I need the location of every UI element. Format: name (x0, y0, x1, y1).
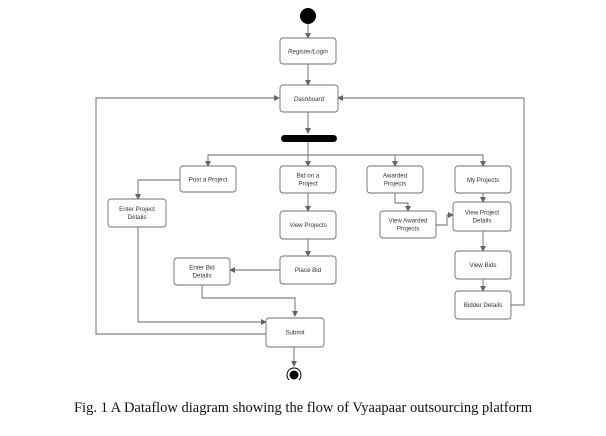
edge-bidder-dashboard (337, 95, 525, 306)
bidder-details-node: Bidder Details (454, 290, 512, 320)
view-project-details-node: View Project Details (452, 201, 512, 232)
my-projects-label: My Projects (467, 177, 499, 184)
view-awarded-projects-label-line2: Projects (397, 226, 419, 233)
enter-project-details-label-line1: Enter Project (119, 206, 155, 213)
post-project-label: Post a Project (189, 177, 228, 184)
edge-fork-post (205, 142, 309, 167)
view-projects-node: View Projects (279, 210, 337, 240)
dataflow-diagram: Register/Login Dashboard Post a Project … (95, 8, 525, 380)
submit-node: Submit (265, 317, 325, 348)
awarded-projects-label-line1: Awarded (383, 173, 408, 180)
edge-awarded-viewawarded (394, 193, 411, 212)
bidder-details-label: Bidder Details (464, 302, 503, 309)
fork-bar (281, 135, 337, 142)
edges (95, 24, 525, 367)
register-login-label: Register/Login (288, 49, 328, 56)
my-projects-node: My Projects (454, 165, 512, 194)
view-awarded-projects-label-line1: View Awarded (389, 218, 429, 225)
edge-viewawarded-viewdetails (436, 212, 454, 226)
awarded-projects-node: Awarded Projects (366, 165, 424, 194)
view-awarded-projects-node: View Awarded Projects (379, 210, 437, 239)
place-bid-node: Place Bid (279, 255, 337, 285)
figure-caption: Fig. 1 A Dataflow diagram showing the fl… (73, 400, 532, 416)
edge-fork-awarded (308, 154, 398, 167)
submit-label: Submit (285, 330, 305, 337)
awarded-projects-label-line2: Projects (384, 181, 406, 188)
enter-bid-details-node: Enter Bid Details (173, 257, 231, 286)
dashboard-label: Dashboard (294, 96, 325, 103)
bid-on-project-label-line1: Bid on a (297, 173, 320, 180)
view-project-details-label-line2: Details (473, 218, 492, 225)
start-node-icon (300, 8, 316, 24)
edge-enterbid-submit (201, 285, 298, 317)
enter-bid-details-label-line1: Enter Bid (189, 265, 215, 272)
view-project-details-label-line1: View Project (465, 210, 500, 217)
register-login-node: Register/Login (279, 37, 337, 65)
place-bid-label: Place Bid (295, 267, 322, 274)
edge-fork-myprojects (395, 154, 486, 167)
edge-submit-dashboard (95, 95, 280, 335)
view-bids-node: View Bids (454, 250, 512, 280)
dashboard-node: Dashboard (279, 84, 339, 113)
edge-enterdetails-submit (137, 227, 267, 325)
end-node-icon (286, 367, 302, 380)
enter-project-details-label-line2: Details (128, 214, 147, 221)
bid-on-project-label-line2: Project (298, 181, 318, 188)
post-project-node: Post a Project (179, 165, 237, 193)
view-projects-label: View Projects (289, 222, 326, 229)
enter-bid-details-label-line2: Details (193, 273, 212, 280)
edge-post-enterdetails (135, 179, 180, 200)
view-bids-label: View Bids (469, 262, 496, 269)
bid-on-project-node: Bid on a Project (279, 165, 337, 194)
enter-project-details-node: Enter Project Details (107, 198, 167, 228)
